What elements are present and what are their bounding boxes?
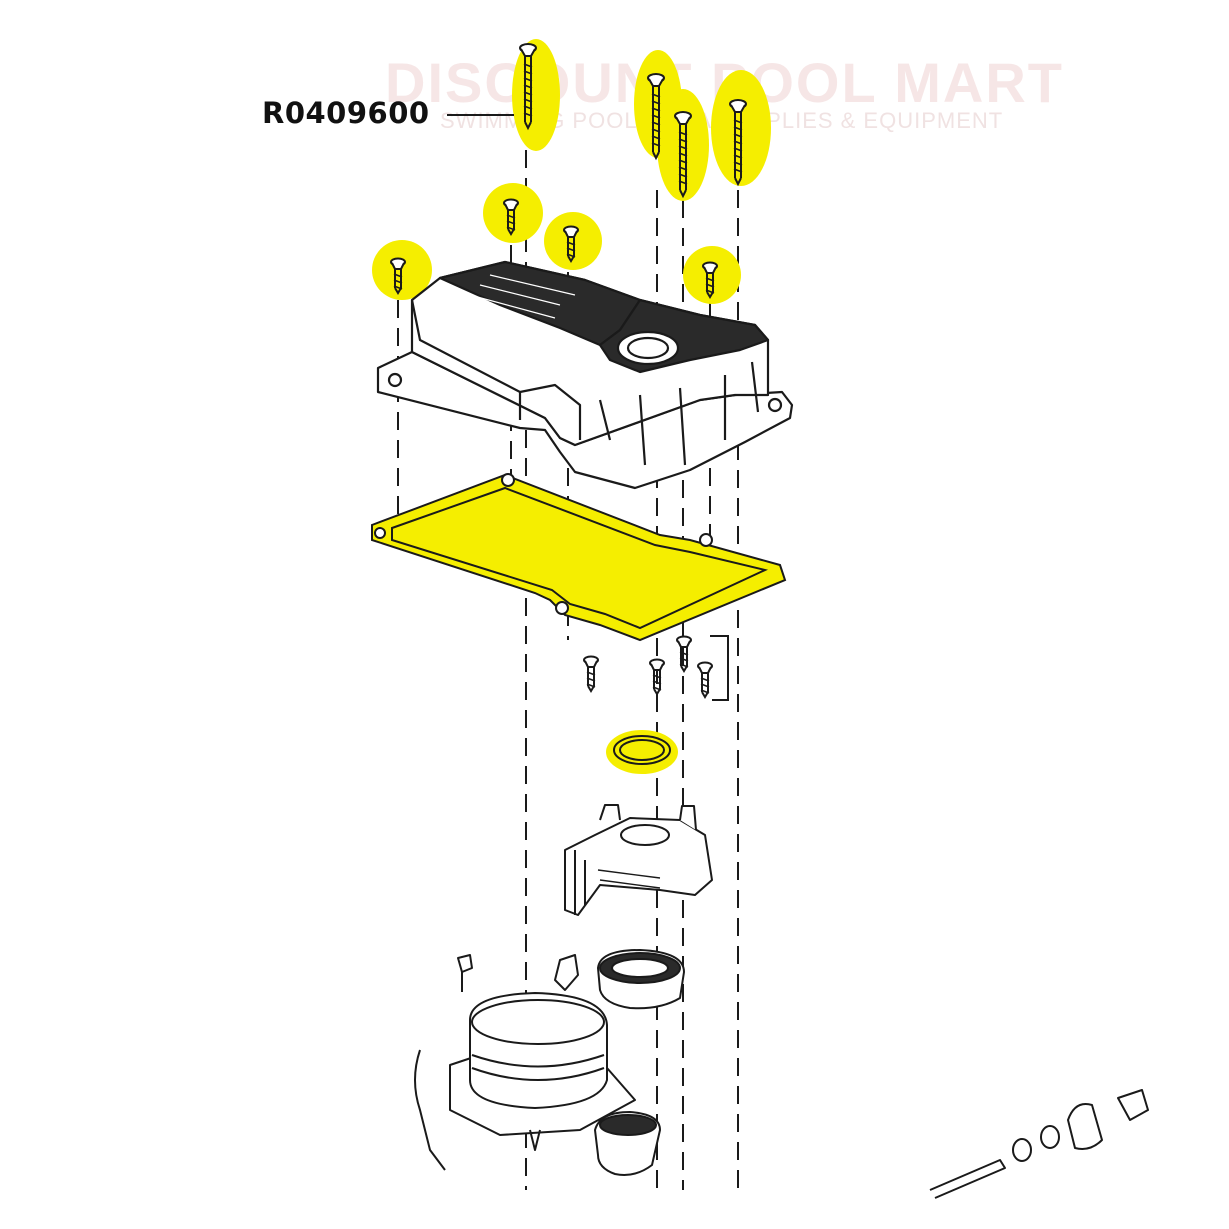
mid-screw [583,635,713,698]
o-ring [613,735,671,765]
screw-group-bracket [710,635,729,701]
gasket [371,473,787,642]
part-number-label: R0409600 [262,96,430,130]
lower-components [414,949,1149,1199]
electrode-holder [564,804,713,916]
cover-housing [376,260,794,490]
highlight-overlays [372,39,785,774]
